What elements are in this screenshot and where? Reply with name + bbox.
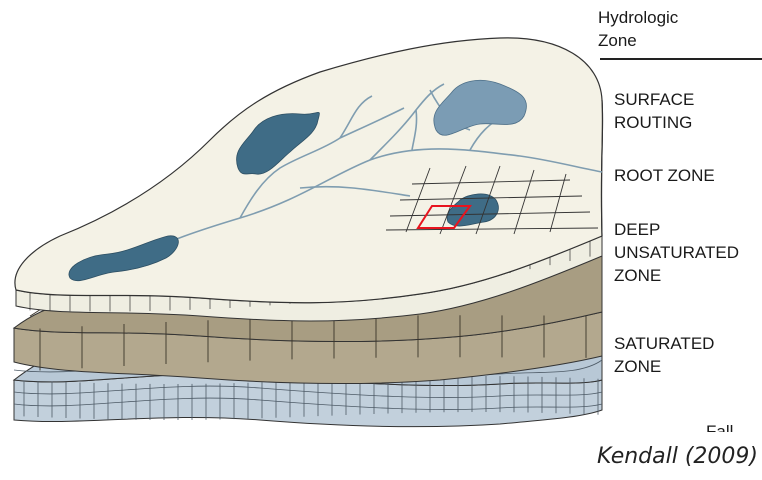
zone-label-root-zone: ROOT ZONE (614, 164, 762, 187)
zone-label-cut-off: Fall (706, 420, 762, 432)
zone-label-deep-unsaturated: DEEP UNSATURATED ZONE (614, 218, 762, 287)
zone-label-saturated: SATURATED ZONE (614, 332, 762, 378)
citation: Kendall (2009) (597, 444, 758, 469)
zone-label-surface-routing: SURFACE ROUTING (614, 88, 762, 134)
legend-header: Hydrologic Zone (598, 6, 762, 52)
legend-header-rule (600, 58, 762, 60)
